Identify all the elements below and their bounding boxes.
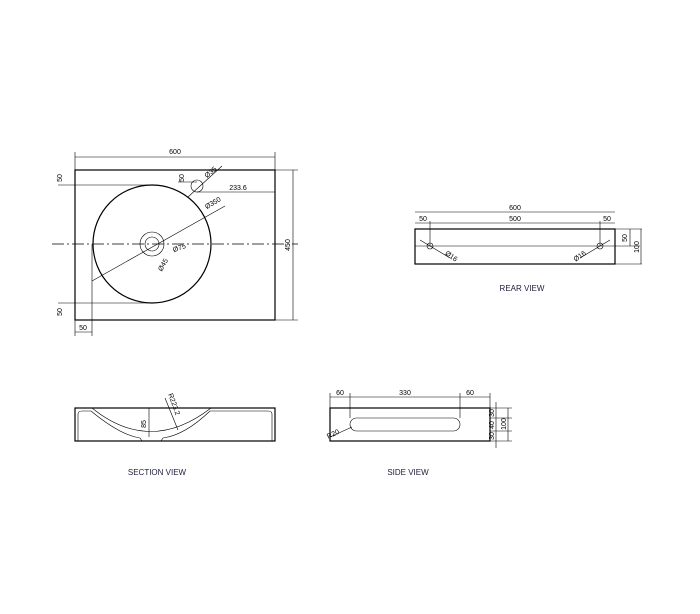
dim-side-height: 100 [501,418,508,430]
dim-hole-right: Ø16 [573,250,588,263]
dim-hole-height: 50 [622,234,629,242]
dim-side-v1: 30 [489,409,496,417]
rear-view: 600 50 500 50 Ø16 Ø16 50 100 REAR VIEW [414,205,642,293]
dim-drain-inner: Ø45 [157,258,170,273]
dim-tap-distance: 233.6 [229,185,247,192]
dim-rear-width: 600 [509,205,521,212]
dim-width: 600 [169,149,181,156]
dim-side-slot: 330 [399,390,411,397]
dim-rear-right: 50 [603,216,611,223]
dim-tap-offset: 50 [179,174,186,182]
dim-rear-center: 500 [509,216,521,223]
dim-margin-bottom: 50 [57,308,64,316]
dim-hole-left: Ø16 [443,250,458,263]
dim-depth: 85 [141,420,148,428]
dim-side-right: 60 [466,390,474,397]
dim-section-radius: R223.2 [166,393,180,417]
dim-side-v2: 40 [489,421,496,429]
dim-rear-left: 50 [419,216,427,223]
top-view: 600 450 50 50 50 50 Ø35 233.6 Ø350 Ø75 Ø… [52,149,298,336]
section-view-label: SECTION VIEW [128,468,187,477]
dim-tap-hole: Ø35 [204,166,219,180]
rear-view-label: REAR VIEW [500,284,545,293]
side-view-label: SIDE VIEW [387,468,429,477]
dim-height: 450 [285,239,292,251]
dim-rear-height: 100 [634,241,641,253]
dim-drain-outer: Ø75 [172,243,187,254]
dim-side-left: 60 [336,390,344,397]
dim-side-radius: R20 [326,429,341,441]
side-view: 60 330 60 R20 30 40 30 100 SIDE VIEW [326,390,512,477]
dim-margin-left: 50 [79,325,87,332]
dim-margin-top: 50 [57,174,64,182]
dim-side-v3: 30 [489,432,496,440]
section-view: 85 R223.2 SECTION VIEW [74,393,276,477]
